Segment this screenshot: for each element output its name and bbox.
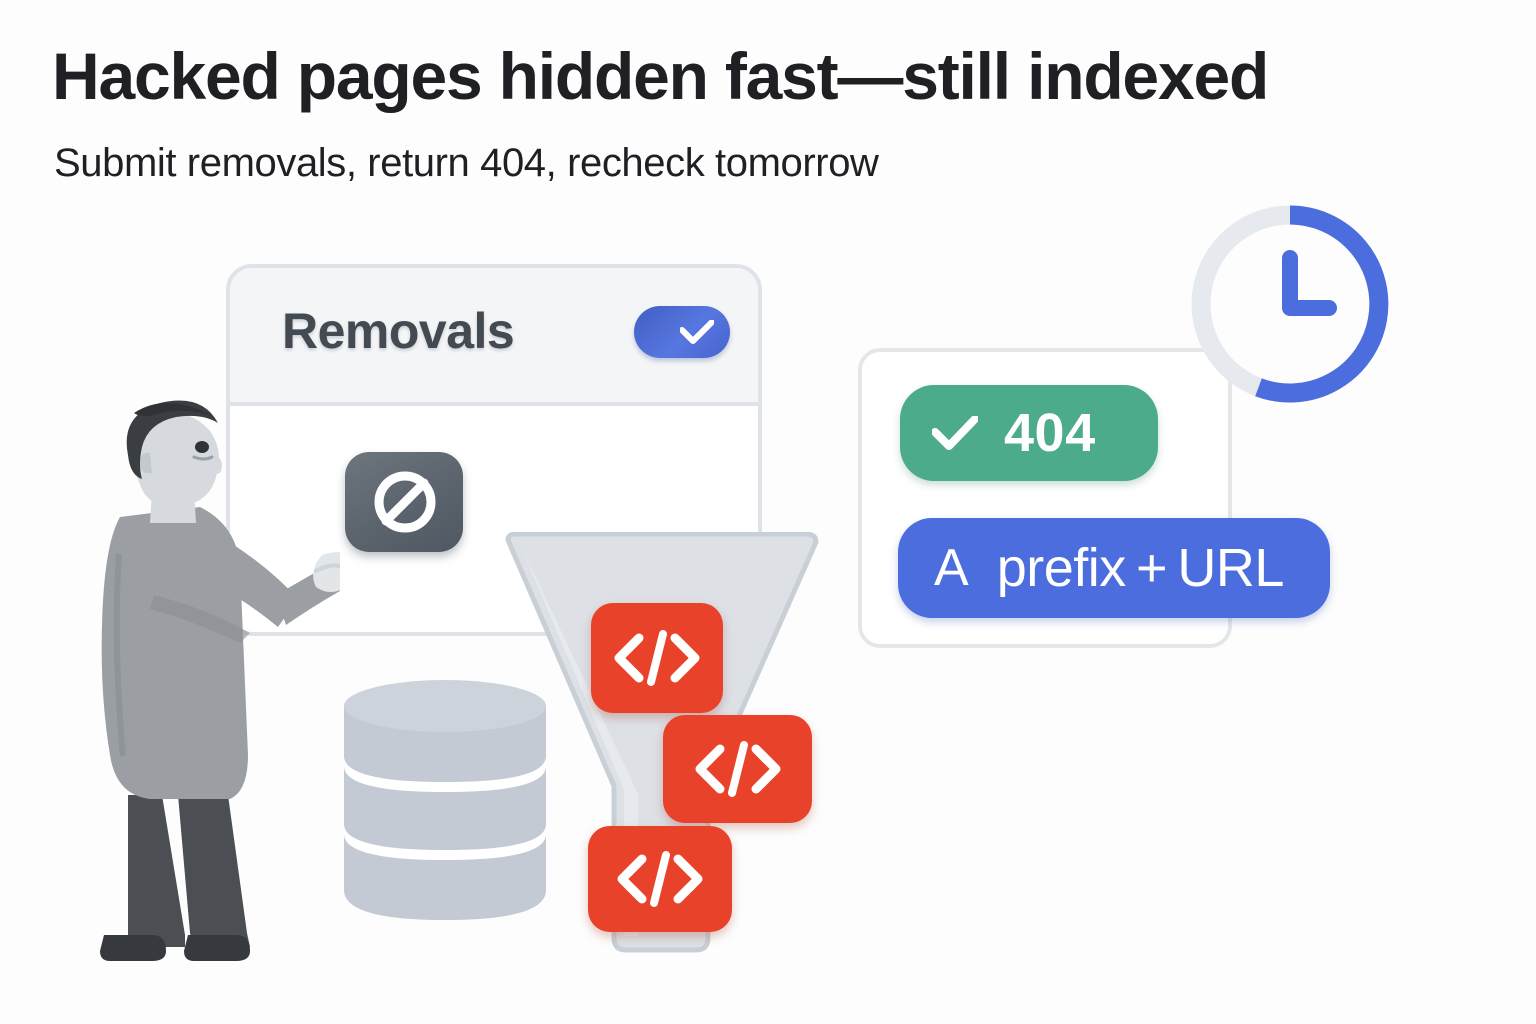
page-title: Hacked pages hidden fast—still indexed (52, 39, 1269, 113)
code-icon (614, 630, 700, 686)
code-chip (591, 603, 723, 713)
no-entry-icon (374, 471, 436, 533)
code-chip (588, 826, 732, 932)
removals-card-title: Removals (282, 303, 515, 359)
person-illustration (100, 400, 340, 961)
prefix-type-letter: A (934, 539, 969, 597)
clock-icon (1191, 205, 1389, 403)
block-url-button[interactable] (345, 452, 463, 552)
check-icon (932, 416, 978, 450)
code-chip (663, 715, 812, 823)
status-badge-404: 404 (900, 385, 1158, 481)
status-badge-prefix-url-label: prefix + URL (996, 538, 1285, 598)
page-subtitle: Submit removals, return 404, recheck tom… (54, 141, 879, 185)
status-badge-prefix-url: A prefix + URL (898, 518, 1330, 618)
database-icon (344, 680, 546, 920)
status-badge-404-label: 404 (1004, 403, 1096, 463)
check-icon (680, 320, 714, 344)
removals-toggle[interactable] (634, 306, 730, 358)
code-icon (617, 851, 703, 907)
code-icon (695, 741, 780, 797)
